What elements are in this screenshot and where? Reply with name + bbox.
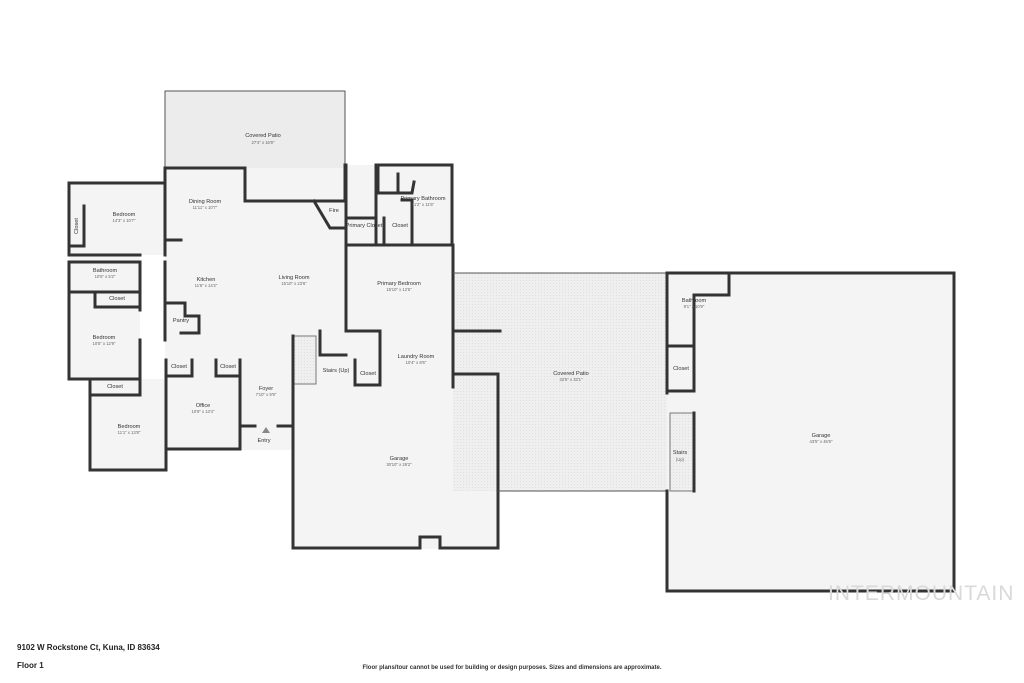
living-room-label: Living Room bbox=[278, 275, 309, 281]
bedroom-3-label: Bedroom bbox=[118, 424, 141, 430]
laundry-room-label: Laundry Room bbox=[398, 354, 435, 360]
bedroom-1-dim: 14'3" x 10'7" bbox=[113, 218, 136, 223]
primary-bedroom-label: Primary Bedroom bbox=[377, 281, 421, 287]
closet-6-label: Closet bbox=[220, 364, 236, 370]
garage-1-dim: 30'10" x 26'2" bbox=[386, 462, 412, 467]
floor-label: Floor 1 bbox=[17, 661, 44, 670]
closet-2-label: Closet bbox=[392, 223, 408, 229]
closet-5-label: Closet bbox=[171, 364, 187, 370]
dining-room-label: Dining Room bbox=[189, 199, 222, 205]
covered-patio-top-dim: 27'4" x 16'9" bbox=[252, 140, 275, 145]
entry-label: Entry bbox=[257, 438, 270, 444]
garage-1-label: Garage bbox=[390, 456, 409, 462]
covered-patio-top-label: Covered Patio bbox=[245, 133, 280, 139]
covered-patio-mid-dim: 32'5" x 33'1" bbox=[560, 377, 583, 382]
covered-patio-mid-label: Covered Patio bbox=[553, 371, 588, 377]
foyer-label: Foyer bbox=[259, 386, 273, 392]
foyer-dim: 7'10" x 9'9" bbox=[256, 392, 277, 397]
primary-bedroom-area bbox=[346, 245, 453, 331]
primary-bathroom-label: Primary Bathroom bbox=[400, 196, 445, 202]
closet-7-label: Closet bbox=[107, 384, 123, 390]
office-dim: 10'9" x 13'4" bbox=[192, 409, 215, 414]
covered-patio-mid-area bbox=[453, 273, 667, 491]
bathroom-1-label: Bathroom bbox=[93, 268, 118, 274]
walls bbox=[67, 90, 956, 593]
bedroom-3-dim: 11'1" x 13'8" bbox=[118, 430, 141, 435]
primary-closet-label: Primary Closet bbox=[346, 223, 383, 229]
bedroom-1-label: Bedroom bbox=[113, 212, 136, 218]
garage-2-label: Garage bbox=[812, 433, 831, 439]
room-fills bbox=[69, 91, 954, 591]
property-address: 9102 W Rockstone Ct, Kuna, ID 83634 bbox=[17, 643, 160, 652]
primary-bathroom-dim: 11'2" x 11'5" bbox=[412, 202, 435, 207]
closet-1-label: Closet bbox=[74, 218, 80, 234]
dining-room-dim: 11'11" x 10'7" bbox=[193, 205, 218, 210]
kitchen-label: Kitchen bbox=[197, 277, 216, 283]
pantry-label: Pantry bbox=[173, 318, 189, 324]
primary-bedroom-dim: 15'10" x 12'5" bbox=[386, 287, 412, 292]
kitchen-dim: 11'6" x 14'2" bbox=[195, 283, 218, 288]
bathroom-2-label: Bathroom bbox=[682, 298, 707, 304]
garage-2-area bbox=[667, 273, 954, 591]
room-labels: Covered Patio 27'4" x 16'9" Dining Room … bbox=[74, 133, 833, 467]
bathroom-1-dim: 10'6" x 5'2" bbox=[95, 274, 116, 279]
stairs-up-1-label: Stairs (Up) bbox=[323, 368, 350, 374]
bedroom-2-label: Bedroom bbox=[93, 335, 116, 341]
closet-3-label: Closet bbox=[109, 296, 125, 302]
office-label: Office bbox=[196, 403, 211, 409]
stairs-up-2-sub: (Up) bbox=[676, 457, 685, 462]
stairs-up-2-label: Stairs bbox=[673, 450, 688, 456]
laundry-room-dim: 10'4" x 8'6" bbox=[406, 360, 427, 365]
garage-2-dim: 43'5" x 46'6" bbox=[810, 439, 833, 444]
bedroom-2-area bbox=[69, 255, 140, 379]
bathroom-2-dim: 9'1" x 10'9" bbox=[684, 304, 705, 309]
bedroom-2-dim: 10'5" x 12'9" bbox=[93, 341, 116, 346]
closet-4-label: Closet bbox=[360, 371, 376, 377]
living-room-dim: 15'10" x 23'6" bbox=[281, 281, 307, 286]
watermark-logo: INTERMOUNTAIN bbox=[828, 582, 1015, 605]
disclaimer-text: Floor plans/tour cannot be used for buil… bbox=[362, 665, 662, 671]
entry-arrow-icon bbox=[262, 427, 270, 433]
office-foyer-area bbox=[165, 360, 293, 450]
closet-9-label: Closet bbox=[673, 366, 689, 372]
fire-label: Fire bbox=[329, 208, 339, 214]
